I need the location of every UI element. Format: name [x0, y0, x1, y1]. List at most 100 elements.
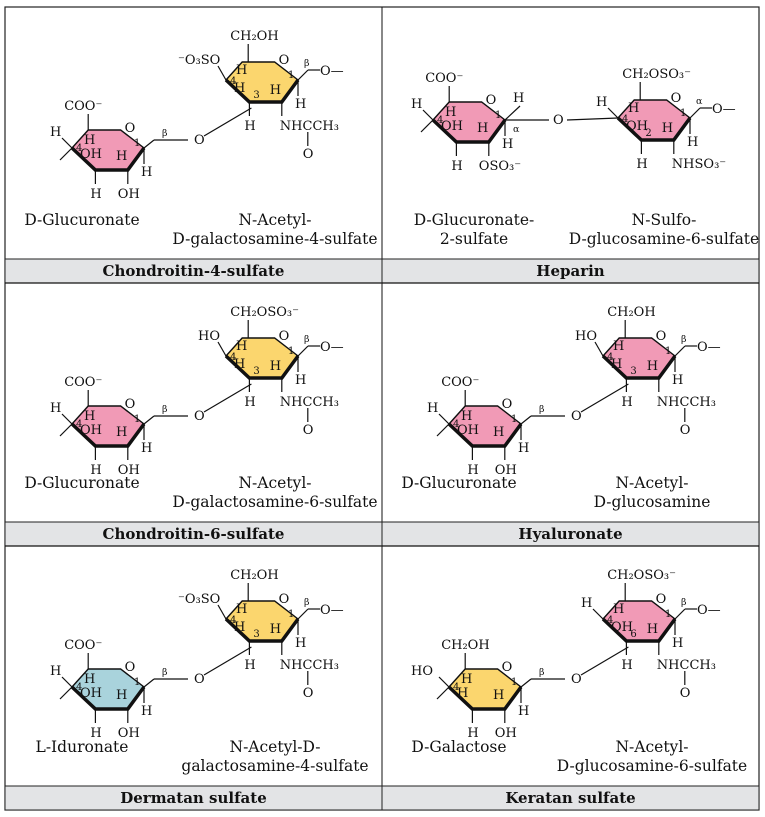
ring-oxygen: O [125, 121, 136, 136]
bond-line [143, 678, 155, 688]
linkage-symbol: β [304, 334, 310, 345]
left-oh3: OH [80, 686, 102, 701]
left-c2-substituent: OH [118, 463, 140, 478]
right-residue-name: N-Sulfo- [632, 211, 697, 229]
left-h2: H [493, 425, 504, 440]
ring-front-edge [447, 422, 523, 448]
right-h3: H [234, 81, 245, 96]
bond-line [674, 345, 686, 357]
right-residue-name: N-Acetyl-D- [230, 738, 321, 756]
left-c4-substituent: H [411, 97, 422, 112]
right-residue-name: D-galactosamine-6-sulfate [172, 493, 377, 511]
chain-bond [59, 686, 73, 700]
ring-number: 4 [230, 76, 236, 87]
right-amino-group: NHCCH₃ [280, 119, 339, 134]
left-h3: H [467, 726, 478, 741]
ring-number: 4 [622, 114, 628, 125]
ring-front-edge [447, 685, 523, 711]
ring-number: 4 [453, 682, 459, 693]
ring-oxygen: O [502, 397, 513, 412]
ring-number: 3 [253, 629, 259, 640]
right-c6-group: CH₂OSO₃⁻ [622, 67, 691, 82]
bond-line [217, 65, 227, 81]
ring-front-edge [70, 146, 146, 172]
bond-line [520, 678, 532, 688]
left-c6-group: COO⁻ [64, 638, 102, 653]
left-h4: H [461, 672, 472, 687]
right-residue-name: N-Acetyl- [615, 474, 688, 492]
bridge-oxygen: O [571, 409, 582, 424]
left-c2-substituent: OH [118, 726, 140, 741]
ring-oxygen: O [279, 592, 290, 607]
right-h4: H [236, 339, 247, 354]
linkage-symbol: β [539, 404, 545, 415]
right-residue-name: D-glucosamine-6-sulfate [557, 757, 747, 775]
linkage-symbol: β [304, 597, 310, 608]
ring-front-edge [601, 354, 677, 380]
ring-front-edge [431, 118, 507, 144]
ring-oxygen: O [656, 592, 667, 607]
right-h2: H [662, 121, 673, 136]
caption-bar [4, 258, 383, 284]
bond-line [61, 413, 73, 425]
bond-line [143, 139, 155, 149]
left-h1: H [502, 137, 513, 152]
right-h2: H [270, 359, 281, 374]
left-c6-group: COO⁻ [425, 71, 463, 86]
left-residue-name: D-Galactose [411, 738, 506, 756]
right-residue-name: D-glucosamine [594, 493, 711, 511]
chain-continuation: O— [712, 102, 736, 117]
bond-line [607, 107, 619, 119]
bond-line [566, 117, 619, 121]
right-h4: H [628, 101, 639, 116]
linkage-symbol: β [162, 404, 168, 415]
ring-number: 3 [253, 366, 259, 377]
left-h3: H [90, 726, 101, 741]
ring-number: 1 [134, 414, 140, 425]
left-c6-group: COO⁻ [64, 99, 102, 114]
ring-number: 1 [511, 677, 517, 688]
right-amino-group: NHSO₃⁻ [672, 157, 726, 172]
right-h4: H [236, 602, 247, 617]
left-c4-substituent: H [50, 401, 61, 416]
right-residue-name: galactosamine-4-sulfate [181, 757, 368, 775]
bond-line [61, 676, 73, 688]
ring-oxygen: O [502, 660, 513, 675]
left-h4: H [84, 409, 95, 424]
left-c2-substituent: OH [495, 726, 517, 741]
bond-line [143, 415, 155, 425]
bond-line [438, 413, 450, 425]
bridge-oxygen: O [194, 133, 205, 148]
ring-number: 1 [680, 108, 686, 119]
acetyl-oxygen: O [303, 147, 314, 162]
panel-caption: Chondroitin-4-sulfate [103, 262, 285, 280]
chain-continuation: O— [320, 340, 344, 355]
left-h2: H [116, 688, 127, 703]
right-c4-substituent: HO [575, 329, 597, 344]
ring-number: 4 [607, 615, 613, 626]
right-c6-group: CH₂OH [230, 29, 279, 44]
left-oh3: H [457, 686, 468, 701]
linkage-symbol: β [162, 667, 168, 678]
ring-number: 1 [134, 138, 140, 149]
bond-line [297, 69, 309, 81]
right-h4: H [613, 339, 624, 354]
left-c2-substituent: OSO₃⁻ [479, 159, 521, 174]
ring-number: 3 [630, 366, 636, 377]
chain-continuation: O— [320, 603, 344, 618]
panel-caption: Chondroitin-6-sulfate [103, 525, 285, 543]
chain-continuation: O— [697, 340, 721, 355]
right-h4-out: H [596, 95, 607, 110]
right-c4-substituent: ⁻O₃SO [178, 53, 220, 68]
ring-number: 4 [437, 115, 443, 126]
left-h3: H [90, 187, 101, 202]
linkage-symbol: β [304, 58, 310, 69]
left-c4-substituent: HO [411, 664, 433, 679]
bond-line [297, 345, 309, 357]
right-amino-group: NHCCH₃ [280, 658, 339, 673]
left-residue-name: 2-sulfate [440, 230, 508, 248]
left-oh3: OH [441, 119, 463, 134]
